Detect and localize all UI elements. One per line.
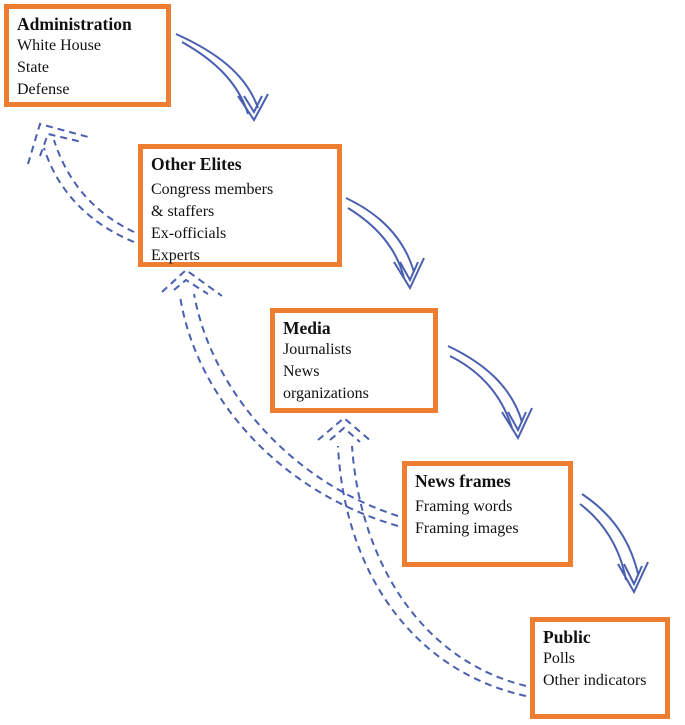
other-elites-title: Other Elites — [151, 154, 242, 174]
media-title: Media — [283, 318, 331, 338]
arrow-elites-to-media — [345, 197, 425, 291]
news-frames-item: Framing images — [415, 520, 519, 537]
media-item: organizations — [283, 385, 369, 402]
feedback-elites-to-admin — [27, 122, 135, 243]
news-frames-title: News frames — [415, 471, 511, 491]
public-box: Public Polls Other indicators — [530, 617, 670, 719]
administration-item: White House — [17, 37, 101, 54]
media-item: Journalists — [283, 341, 352, 358]
public-item: Polls — [543, 650, 576, 667]
feedback-frames-to-elites — [161, 268, 399, 527]
feedback-public-to-media — [317, 416, 527, 697]
media-box: Media Journalists News organizations — [270, 308, 438, 413]
other-elites-box: Other Elites Congress members & staffers… — [138, 144, 342, 267]
public-item: Other indicators — [543, 672, 647, 689]
arrow-frames-to-public — [579, 493, 649, 595]
administration-item: Defense — [17, 81, 70, 98]
administration-title: Administration — [17, 14, 132, 34]
public-title: Public — [543, 627, 591, 647]
other-elites-item: Ex-officials — [151, 225, 227, 242]
other-elites-item: Congress members — [151, 181, 274, 198]
other-elites-item: Experts — [151, 247, 200, 264]
other-elites-item: & staffers — [151, 203, 215, 220]
news-frames-item: Framing words — [415, 498, 513, 515]
arrow-admin-to-elites — [175, 33, 269, 122]
news-frames-box: News frames Framing words Framing images — [402, 461, 573, 567]
administration-box: Administration White House State Defense — [4, 4, 171, 107]
arrow-media-to-frames — [447, 345, 533, 441]
media-item: News — [283, 363, 320, 380]
administration-item: State — [17, 59, 49, 76]
